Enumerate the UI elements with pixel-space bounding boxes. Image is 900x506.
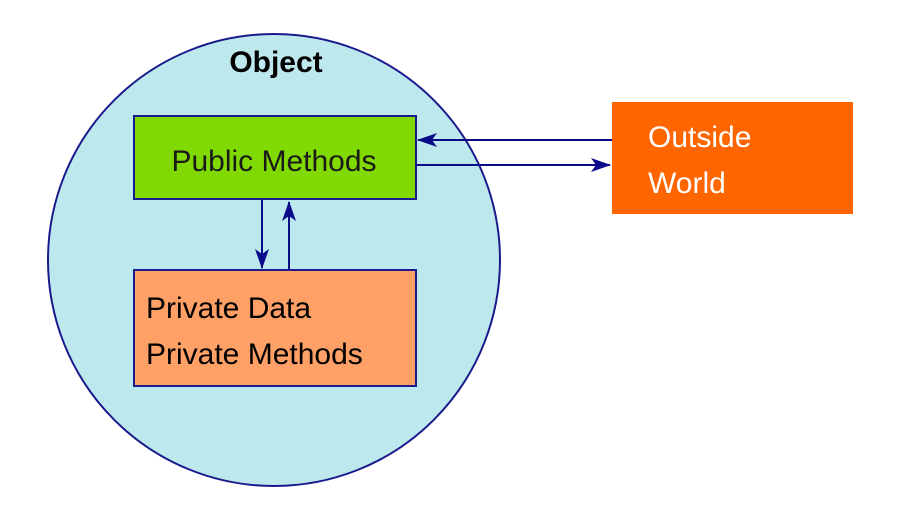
outside-world-label-line2: World [648, 167, 726, 200]
public-methods-label: Public Methods [171, 145, 376, 178]
private-methods-label: Private Methods [146, 338, 363, 371]
public-methods-box [133, 115, 417, 200]
private-box [133, 269, 417, 387]
object-title: Object [229, 46, 322, 79]
outside-world-label-line1: Outside [648, 121, 751, 154]
outside-world-box [612, 102, 853, 214]
private-data-label: Private Data [146, 292, 311, 325]
object-circle [47, 33, 501, 487]
